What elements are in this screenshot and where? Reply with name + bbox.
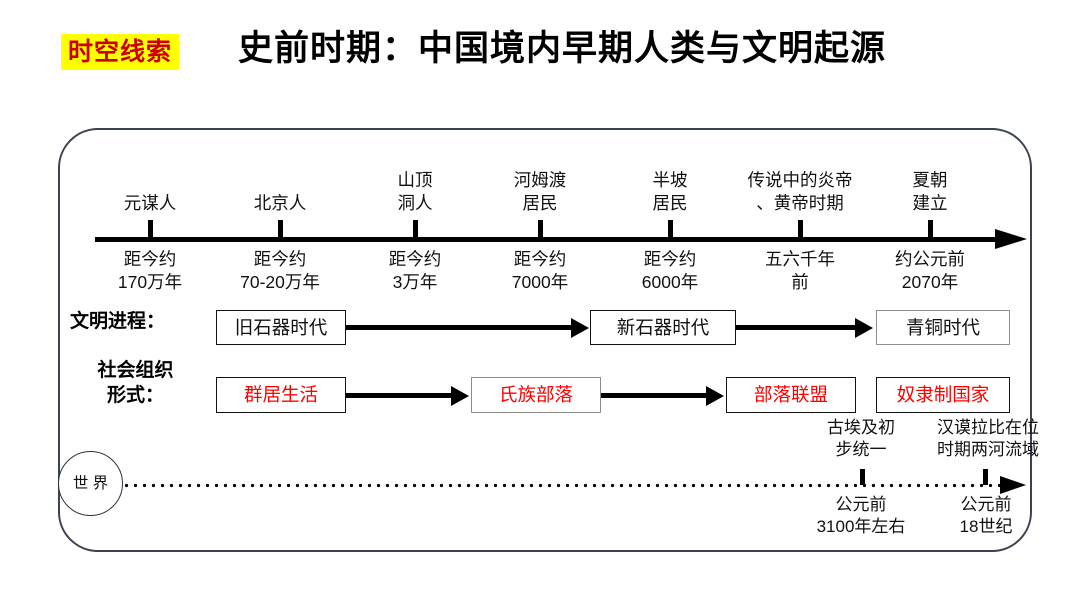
flow-arrow xyxy=(601,385,724,406)
world-label-circle: 世 界 xyxy=(58,451,123,516)
timeline-axis xyxy=(95,237,1000,242)
society-row-label: 社会组织 形式： xyxy=(97,360,174,406)
page-title: 史前时期：中国境内早期人类与文明起源 xyxy=(238,28,887,69)
timeline-event-date: 距今约 7000年 xyxy=(511,249,569,292)
timeline-event-date: 距今约 170万年 xyxy=(117,249,183,292)
timeline-event-label: 山顶 洞人 xyxy=(397,170,433,213)
timeline-event-date: 距今约 70-20万年 xyxy=(240,249,320,292)
timeline-event-date: 距今约 6000年 xyxy=(641,249,699,292)
timeline-tick xyxy=(798,220,803,238)
civilization-stage-box[interactable]: 新石器时代 xyxy=(590,310,736,345)
world-timeline-axis xyxy=(122,483,1007,488)
timeline-tick xyxy=(413,220,418,238)
society-stage-box[interactable]: 群居生活 xyxy=(216,377,346,413)
world-event-date: 公元前 18世纪 xyxy=(959,495,1013,536)
world-timeline-tick xyxy=(983,469,988,485)
timeline-arrowhead-icon xyxy=(995,229,1027,249)
society-stage-box[interactable]: 部落联盟 xyxy=(726,377,856,413)
timeline-tick xyxy=(668,220,673,238)
world-event-date: 公元前 3100年左右 xyxy=(816,495,906,536)
world-event-label: 古埃及初 步统一 xyxy=(827,418,895,459)
timeline-tick xyxy=(928,220,933,238)
world-timeline-arrowhead-icon xyxy=(1000,476,1026,494)
flow-arrow xyxy=(346,317,589,338)
civilization-stage-box[interactable]: 青铜时代 xyxy=(876,310,1010,345)
flow-arrow xyxy=(736,317,873,338)
society-stage-box[interactable]: 氏族部落 xyxy=(471,377,601,413)
civilization-stage-box[interactable]: 旧石器时代 xyxy=(216,310,346,345)
timeline-event-date: 五六千年 前 xyxy=(765,249,835,292)
section-tag: 时空线索 xyxy=(61,34,180,70)
diagram-frame xyxy=(58,128,1032,552)
timeline-event-label: 北京人 xyxy=(253,193,307,213)
timeline-tick xyxy=(148,220,153,238)
timeline-event-date: 约公元前 2070年 xyxy=(895,249,965,292)
timeline-event-date: 距今约 3万年 xyxy=(388,249,442,292)
civilization-row-label: 文明进程： xyxy=(70,311,166,332)
flow-arrow xyxy=(346,385,469,406)
timeline-tick xyxy=(278,220,283,238)
timeline-event-label: 夏朝 建立 xyxy=(912,170,948,213)
timeline-event-label: 河姆渡 居民 xyxy=(513,170,567,213)
timeline-event-label: 元谋人 xyxy=(123,193,177,213)
society-stage-box[interactable]: 奴隶制国家 xyxy=(876,377,1010,413)
world-event-label: 汉谟拉比在位 时期两河流域 xyxy=(937,418,1039,459)
slide-header: 时空线索 史前时期：中国境内早期人类与文明起源 xyxy=(0,14,1080,76)
timeline-event-label: 半坡 居民 xyxy=(652,170,688,213)
timeline-event-label: 传说中的炎帝 、黄帝时期 xyxy=(747,170,853,213)
timeline-tick xyxy=(538,220,543,238)
world-timeline-tick xyxy=(860,469,865,485)
